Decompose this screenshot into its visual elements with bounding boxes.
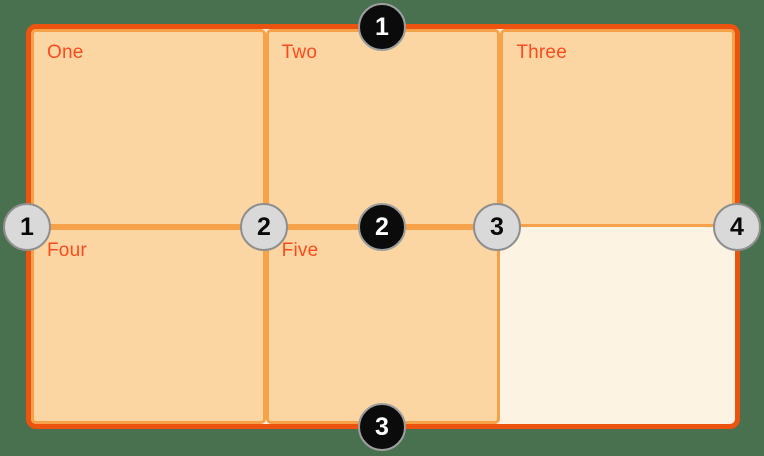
grid-cell-two: Two	[265, 29, 501, 227]
column-line-marker-2-number: 2	[257, 212, 271, 241]
column-line-marker-2: 2	[240, 203, 288, 251]
column-line-marker-3-number: 3	[490, 212, 504, 241]
row-line-marker-3-number: 3	[375, 412, 389, 441]
grid-cell-one: One	[31, 29, 266, 227]
cell-label-three: Three	[516, 42, 567, 63]
column-line-marker-4: 4	[713, 203, 761, 251]
grid-cell-empty	[500, 227, 735, 425]
row-line-marker-1-number: 1	[375, 12, 389, 41]
column-line-marker-1-number: 1	[20, 212, 34, 241]
cell-label-one: One	[47, 42, 84, 63]
column-line-marker-1: 1	[3, 203, 51, 251]
grid-cell-three: Three	[500, 29, 735, 227]
grid-cell-five: Five	[265, 226, 501, 424]
grid-container: One Two Three Four Five	[26, 24, 740, 429]
row-line-marker-1: 1	[358, 3, 406, 51]
cell-label-five: Five	[281, 239, 319, 261]
row-line-marker-2: 2	[358, 203, 406, 251]
cell-label-two: Two	[281, 42, 318, 63]
row-line-marker-3: 3	[358, 403, 406, 451]
grid-cell-four: Four	[31, 226, 266, 424]
column-line-marker-4-number: 4	[730, 212, 744, 241]
column-line-marker-3: 3	[473, 203, 521, 251]
cell-label-four: Four	[47, 239, 87, 261]
row-line-marker-2-number: 2	[375, 212, 389, 241]
